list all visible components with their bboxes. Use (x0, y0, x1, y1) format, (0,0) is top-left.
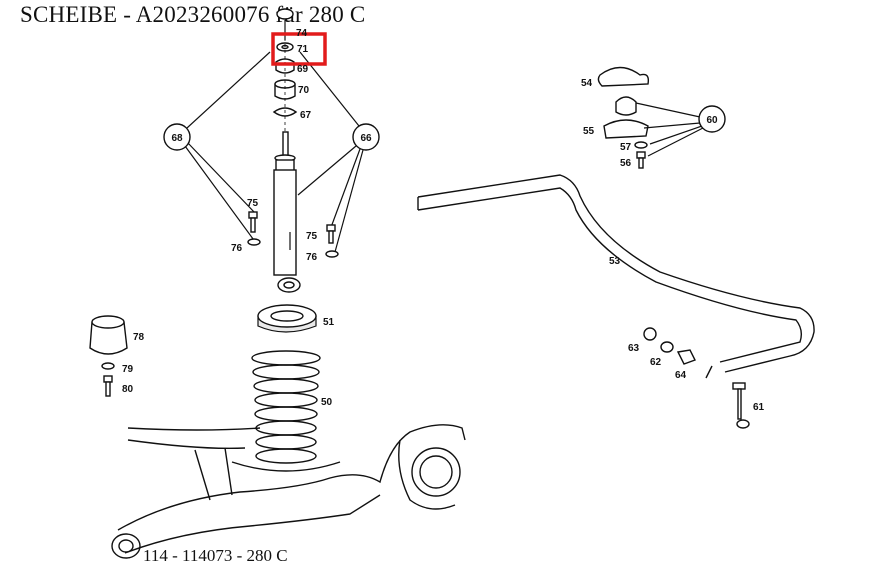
label-64: 64 (675, 370, 687, 381)
label-70: 70 (298, 85, 310, 96)
label-63: 63 (628, 343, 640, 354)
label-75-right: 75 (306, 231, 318, 242)
coil-spring-50 (251, 350, 321, 464)
callout-60: 60 (635, 102, 726, 157)
label-71: 71 (297, 44, 309, 55)
label-76-right: 76 (306, 252, 318, 263)
label-74: 74 (296, 28, 308, 39)
spring-seat-51 (257, 304, 317, 333)
callout-68: 68 (163, 51, 271, 244)
label-80: 80 (122, 384, 134, 395)
rubber-buffer-78 (89, 315, 128, 397)
label-69: 69 (297, 64, 309, 75)
page-title: SCHEIBE - A2023260076 für 280 C (20, 2, 366, 27)
label-54: 54 (581, 78, 593, 89)
bolts-left (247, 211, 261, 246)
shock-absorber (273, 131, 301, 293)
label-68: 68 (171, 133, 183, 144)
callout-66: 66 (297, 51, 380, 253)
label-50: 50 (321, 397, 333, 408)
highlight-box (271, 32, 327, 66)
label-66: 66 (360, 133, 372, 144)
diagram-code: 114 - 114073 - 280 C (143, 546, 288, 565)
bolts-right (325, 224, 339, 258)
label-76-left: 76 (231, 243, 243, 254)
label-79: 79 (122, 364, 134, 375)
label-78: 78 (133, 332, 145, 343)
label-56: 56 (620, 158, 632, 169)
label-53: 53 (609, 256, 621, 267)
label-62: 62 (650, 357, 662, 368)
lower-control-arm (111, 424, 466, 559)
label-61: 61 (753, 402, 765, 413)
label-60: 60 (706, 115, 718, 126)
stabilizer-bar-53 (417, 174, 815, 379)
label-55: 55 (583, 126, 595, 137)
clamps (597, 66, 650, 169)
link-parts (643, 327, 750, 429)
label-51: 51 (323, 317, 335, 328)
label-67: 67 (300, 110, 312, 121)
label-75-left: 75 (247, 198, 259, 209)
label-57: 57 (620, 142, 632, 153)
